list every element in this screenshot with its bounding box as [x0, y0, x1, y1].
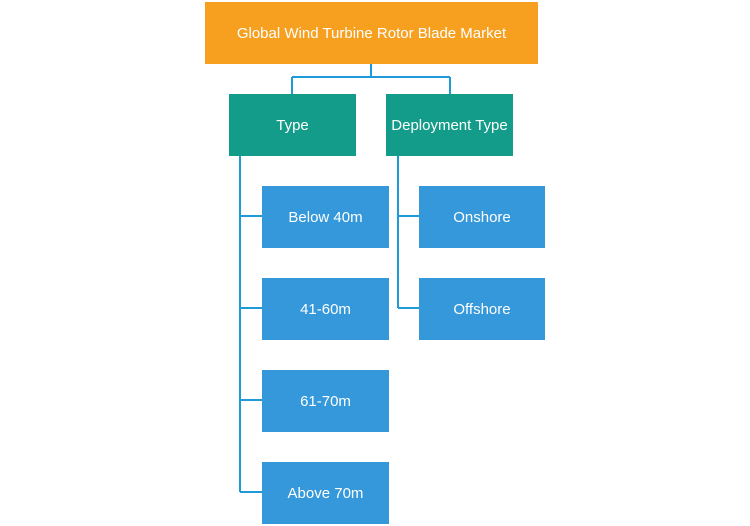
leaf-node-offshore: Offshore: [419, 278, 545, 340]
leaf-node-label: Above 70m: [287, 484, 364, 502]
category-node-type: Type: [229, 94, 356, 156]
leaf-node-above-70m: Above 70m: [262, 462, 389, 524]
category-node-deployment-type: Deployment Type: [386, 94, 513, 156]
leaf-node-41-60m: 41-60m: [262, 278, 389, 340]
leaf-node-below-40m: Below 40m: [262, 186, 389, 248]
leaf-node-label: Onshore: [453, 208, 511, 226]
leaf-node-label: 61-70m: [300, 392, 351, 410]
category-node-label: Deployment Type: [391, 116, 508, 134]
root-node: Global Wind Turbine Rotor Blade Market: [205, 2, 538, 64]
leaf-node-61-70m: 61-70m: [262, 370, 389, 432]
leaf-node-label: 41-60m: [300, 300, 351, 318]
leaf-node-onshore: Onshore: [419, 186, 545, 248]
leaf-node-label: Below 40m: [288, 208, 363, 226]
category-node-label: Type: [276, 116, 309, 134]
leaf-node-label: Offshore: [453, 300, 511, 318]
root-node-label: Global Wind Turbine Rotor Blade Market: [236, 24, 507, 42]
